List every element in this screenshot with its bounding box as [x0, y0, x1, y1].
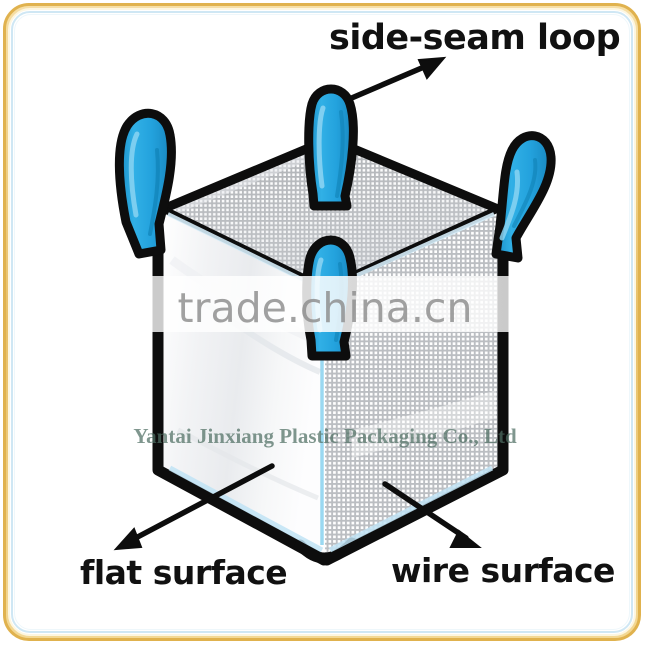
- lift-loop-back-center: [304, 84, 358, 211]
- label-side-seam-loop: side-seam loop: [329, 18, 621, 58]
- arrow-wire-surface: [382, 481, 482, 548]
- arrow-side-seam-loop: [344, 56, 447, 103]
- label-flat-surface: flat surface: [80, 553, 288, 592]
- lift-loop-back-left: [114, 108, 176, 259]
- lift-loop-back-right: [491, 131, 556, 263]
- lift-loop-front-center: [302, 235, 357, 361]
- label-wire-surface: wire surface: [391, 551, 615, 590]
- arrow-flat-surface: [113, 463, 275, 551]
